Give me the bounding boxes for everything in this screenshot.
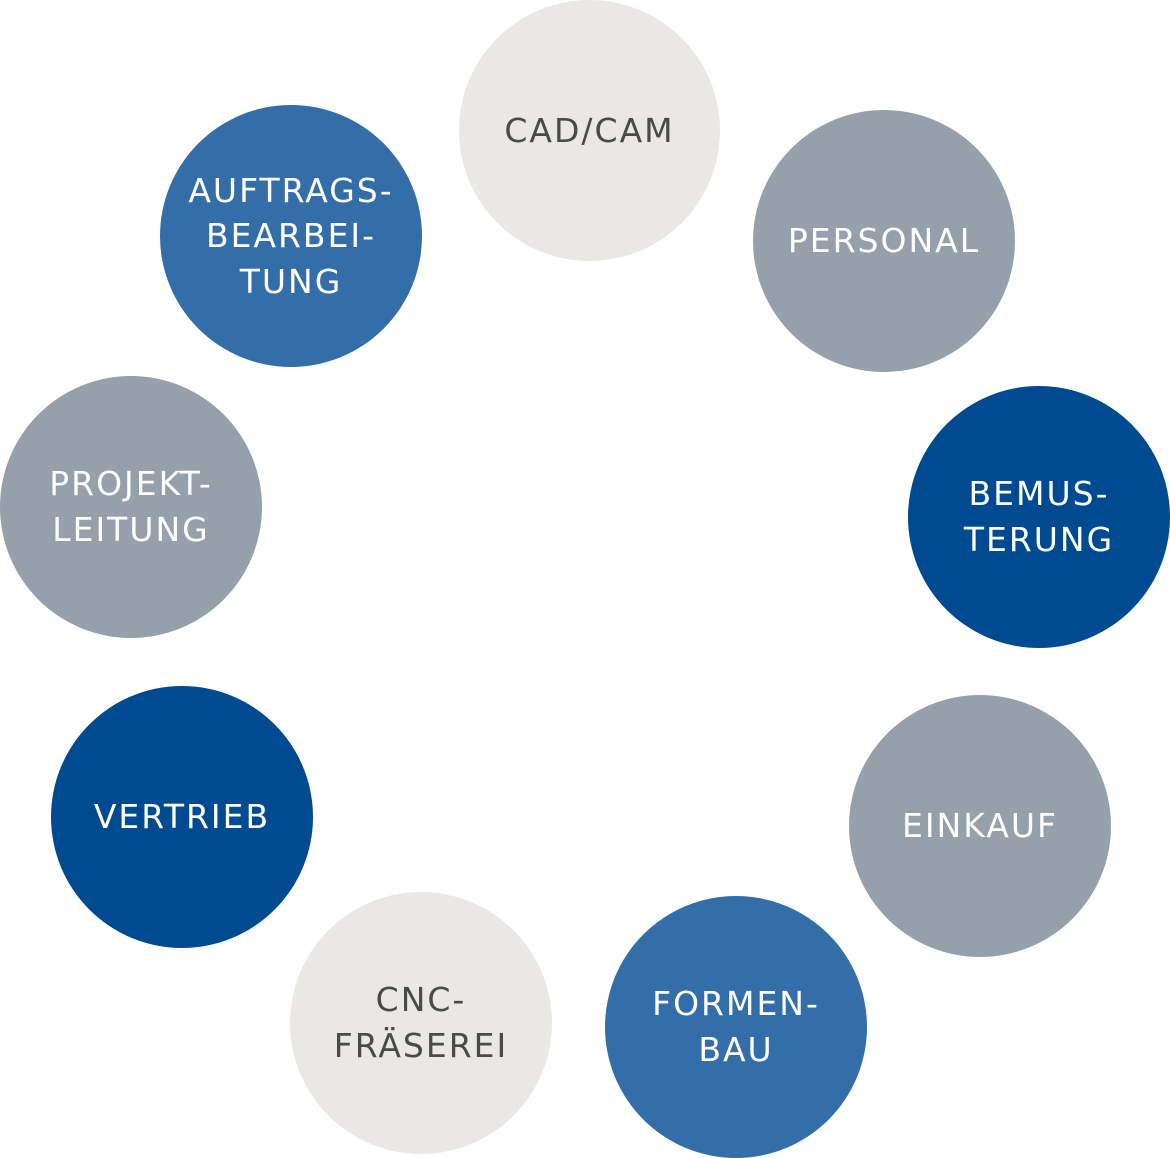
node-cnc-fraeserei: CNC- FRÄSEREI [290, 892, 552, 1154]
node-auftragsbearbeitung: AUFTRAGS- BEARBEI- TUNG [160, 105, 422, 367]
node-cad-cam: CAD/CAM [459, 0, 720, 261]
node-auftragsbearbeitung-label: AUFTRAGS- BEARBEI- TUNG [188, 170, 394, 301]
node-formenbau-label: FORMEN- BAU [652, 984, 820, 1069]
node-cad-cam-label: CAD/CAM [504, 110, 675, 150]
node-personal-label: PERSONAL [787, 221, 981, 261]
node-cnc-fraeserei-label: CNC- FRÄSEREI [333, 980, 509, 1065]
node-bemusterung-label: BEMUS- TERUNG [963, 474, 1115, 559]
node-vertrieb: VERTRIEB [51, 686, 313, 948]
node-einkauf: EINKAUF [849, 695, 1111, 957]
node-bemusterung: BEMUS- TERUNG [908, 386, 1170, 648]
node-projektleitung: PROJEKT- LEITUNG [0, 376, 262, 638]
node-projektleitung-label: PROJEKT- LEITUNG [49, 464, 213, 549]
node-formenbau: FORMEN- BAU [605, 896, 867, 1158]
node-vertrieb-label: VERTRIEB [93, 797, 271, 837]
node-einkauf-label: EINKAUF [901, 806, 1059, 846]
node-personal: PERSONAL [753, 110, 1015, 372]
